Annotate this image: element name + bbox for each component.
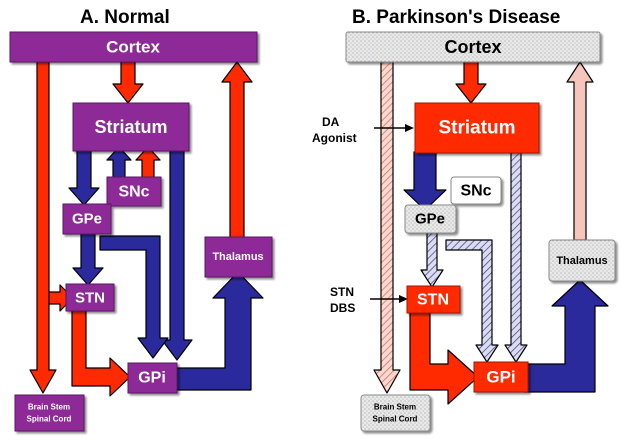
pd-arrow-cortex-to-brainstem [373,59,401,394]
normal-gpi-label: GPi [138,370,166,387]
normal-stn-label: STN [75,290,105,307]
pd-cortex-node [345,31,601,63]
normal-snc-label: SNc [118,184,149,201]
pd-stn-node [406,285,461,314]
pd-labels: Cortex Striatum SNc GPe Thalamus STN GPi… [373,37,608,424]
normal-brainstem-node [14,394,85,432]
pd-stn-label: STN [417,292,449,309]
pd-brainstem-node [360,394,431,432]
pd-da-agonist-label-line1: DA [322,115,340,129]
normal-brainstem-label-line1: Brain Stem [28,403,70,412]
pd-stn-dbs-label-line2: DBS [330,301,355,315]
arrow-gpe-to-gpi [99,235,169,359]
pd-striatum-node [414,102,540,154]
pd-gpe-label: GPe [415,211,445,228]
pd-arrow-gpi-to-thalamus [523,279,609,393]
normal-striatum-node [72,102,190,152]
pd-da-agonist-label-line2: Agonist [312,131,357,145]
pd-brainstem-label-line2: Spinal Cord [373,415,418,424]
arrow-snc-to-striatum-red [135,146,161,179]
arrow-striatum-to-gpe [68,149,100,206]
normal-striatum-label: Striatum [94,117,167,137]
pd-striatum-label: Striatum [438,118,515,139]
arrow-gpe-to-stn [72,229,104,286]
pd-arrow-striatum-to-gpi [504,151,528,363]
normal-cortex-node [9,31,258,63]
normal-thalamus-label: Thalamus [212,251,263,263]
panel-pd: B. Parkinson's Disease [312,7,616,432]
pd-arrow-thalamus-to-cortex [566,61,594,241]
pd-stn-dbs-pointer-head [399,295,408,303]
pd-arrow-gpe-to-gpi [445,239,499,363]
normal-stn-node [65,283,115,312]
pd-snc-node [450,176,502,205]
pd-thalamus-label: Thalamus [556,255,607,267]
panel-normal: A. Normal [9,7,273,432]
pd-annotations: DA Agonist STN DBS [312,115,357,315]
pd-cortex-label: Cortex [444,37,501,57]
pd-stn-dbs-label-line1: STN [330,285,354,299]
pd-nodes [345,31,616,432]
arrow-cortex-to-striatum [112,59,144,104]
arrow-thalamus-to-cortex [221,61,253,239]
arrow-gpi-to-thalamus [163,271,264,391]
pd-arrow-gpe-to-stn [420,231,444,288]
arrow-snc-to-striatum-blue [106,146,132,179]
pd-thalamus-node [548,239,616,282]
panel-pd-title: B. Parkinson's Disease [352,7,560,28]
pd-gpi-node [473,361,529,393]
normal-arrows [29,59,264,397]
normal-gpe-node [62,203,112,235]
pd-arrows [370,59,609,405]
arrow-striatum-to-gpi [161,149,193,361]
normal-gpe-label: GPe [72,211,102,228]
pd-arrow-striatum-to-gpe [403,151,447,211]
pd-brainstem-label-line1: Brain Stem [374,403,416,412]
normal-cortex-label: Cortex [106,38,160,57]
normal-gpi-node [127,362,178,394]
pd-arrow-cortex-to-striatum [455,59,487,104]
pd-snc-label: SNc [460,183,491,200]
pd-gpi-label: GPi [486,368,515,387]
normal-nodes [9,31,273,432]
pd-arrow-stn-to-gpi [409,309,479,405]
pd-gpe-node [404,204,457,234]
panel-normal-title: A. Normal [80,7,170,28]
normal-brainstem-label-line2: Spinal Cord [27,415,72,424]
arrow-cortex-to-brainstem [29,59,57,394]
normal-snc-node [106,176,162,207]
normal-thalamus-node [204,236,273,278]
arrow-stn-to-gpi [71,309,131,397]
pd-da-agonist-pointer-head [405,124,414,132]
normal-labels: Cortex Striatum SNc GPe Thalamus STN GPi… [27,38,264,424]
